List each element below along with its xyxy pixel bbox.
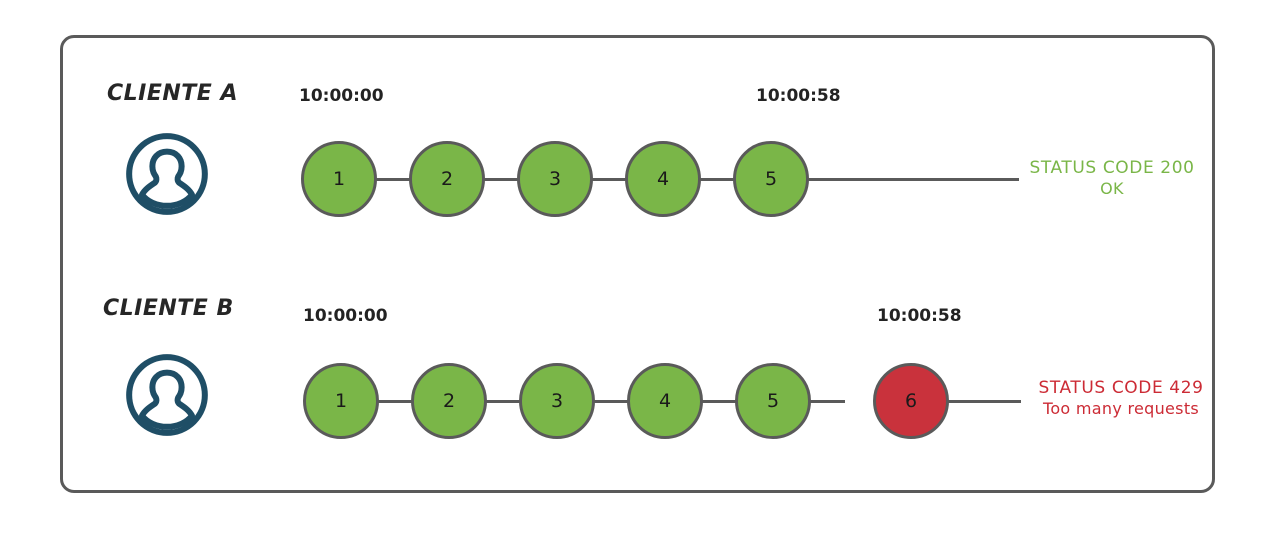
user-avatar-icon [124, 352, 210, 438]
connector-a-1 [375, 178, 411, 181]
request-node[interactable]: 3 [519, 363, 595, 439]
request-node-label: 3 [550, 390, 564, 412]
connector-a-3 [591, 178, 627, 181]
status-badge-b: STATUS CODE 429 Too many requests [1026, 378, 1216, 419]
connector-b-tail [917, 400, 1021, 403]
request-node-label: 4 [658, 390, 672, 412]
status-badge-a: STATUS CODE 200 OK [1026, 158, 1198, 199]
request-node-label: 3 [548, 168, 562, 190]
connector-a-2 [483, 178, 519, 181]
request-node-label: 1 [334, 390, 348, 412]
request-node[interactable]: 4 [625, 141, 701, 217]
request-node-label: 4 [656, 168, 670, 190]
request-node[interactable]: 5 [733, 141, 809, 217]
status-code-b: STATUS CODE 429 [1038, 378, 1204, 398]
request-node-rejected[interactable]: 6 [873, 363, 949, 439]
request-node[interactable]: 3 [517, 141, 593, 217]
timestamp-b-start: 10:00:00 [303, 306, 388, 326]
timestamp-b-end: 10:00:58 [877, 306, 962, 326]
status-sub-b: Too many requests [1042, 399, 1200, 419]
connector-b-3 [593, 400, 629, 403]
client-label-b: CLIENTE B [103, 296, 234, 321]
request-node-label: 1 [332, 168, 346, 190]
request-node[interactable]: 4 [627, 363, 703, 439]
timestamp-a-end: 10:00:58 [756, 86, 841, 106]
connector-b-4 [701, 400, 737, 403]
request-node[interactable]: 2 [411, 363, 487, 439]
connector-a-tail [807, 178, 1019, 181]
request-node-label: 2 [440, 168, 454, 190]
status-code-a: STATUS CODE 200 [1029, 158, 1195, 178]
request-node-label: 2 [442, 390, 456, 412]
connector-b-1 [377, 400, 413, 403]
status-sub-a: OK [1100, 179, 1124, 199]
connector-b-5 [809, 400, 845, 403]
connector-a-4 [699, 178, 735, 181]
request-node-label: 5 [766, 390, 780, 412]
user-avatar-icon [124, 131, 210, 217]
request-node[interactable]: 5 [735, 363, 811, 439]
request-node[interactable]: 1 [303, 363, 379, 439]
request-node-label: 5 [764, 168, 778, 190]
request-node-label: 6 [904, 390, 918, 412]
request-node[interactable]: 1 [301, 141, 377, 217]
client-label-a: CLIENTE A [107, 81, 239, 106]
connector-b-2 [485, 400, 521, 403]
request-node[interactable]: 2 [409, 141, 485, 217]
timestamp-a-start: 10:00:00 [299, 86, 384, 106]
